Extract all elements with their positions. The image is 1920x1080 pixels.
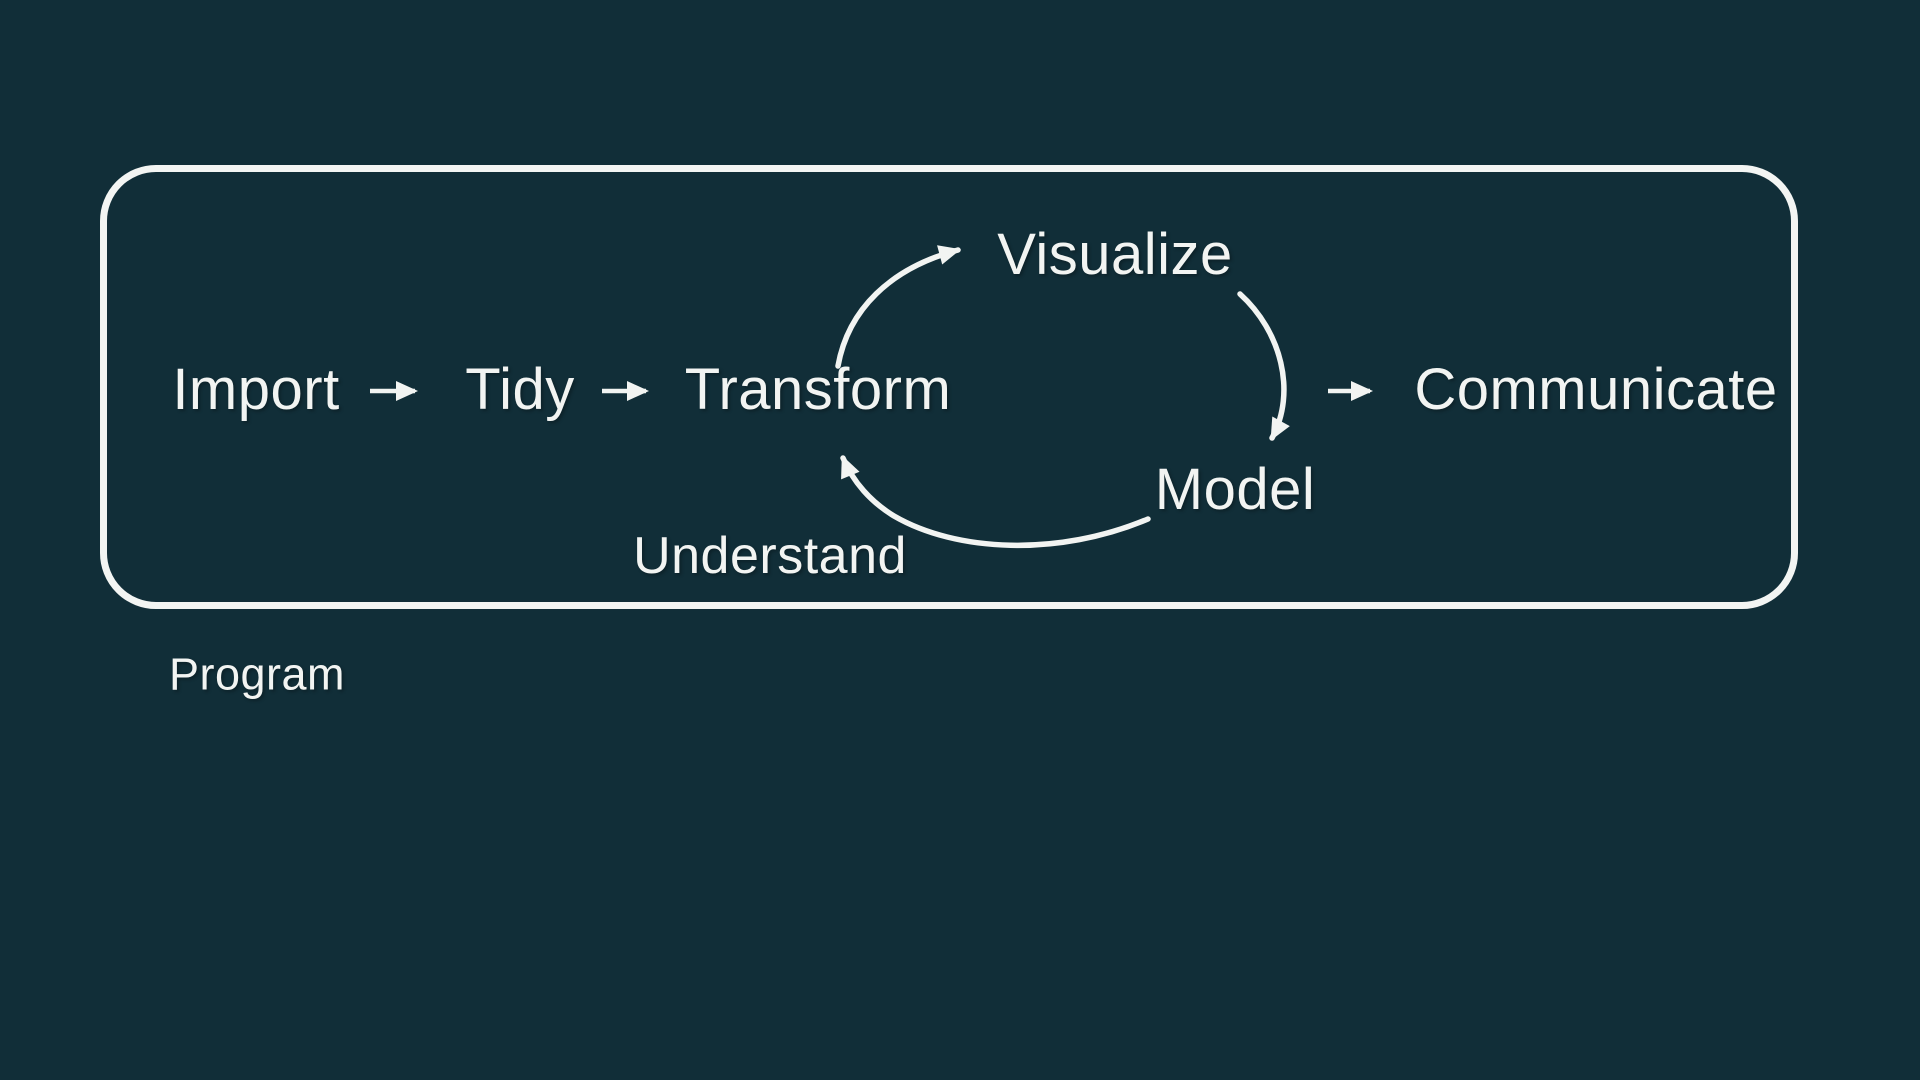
group-label-understand: Understand — [633, 527, 907, 585]
group-label-program: Program — [168, 648, 346, 700]
program-outline-box — [100, 165, 1798, 609]
node-model: Model — [1154, 457, 1316, 522]
node-tidy: Tidy — [465, 357, 575, 422]
node-communicate: Communicate — [1414, 357, 1778, 422]
node-transform: Transform — [684, 357, 952, 422]
node-import: Import — [172, 357, 340, 422]
node-visualize: Visualize — [997, 222, 1233, 287]
